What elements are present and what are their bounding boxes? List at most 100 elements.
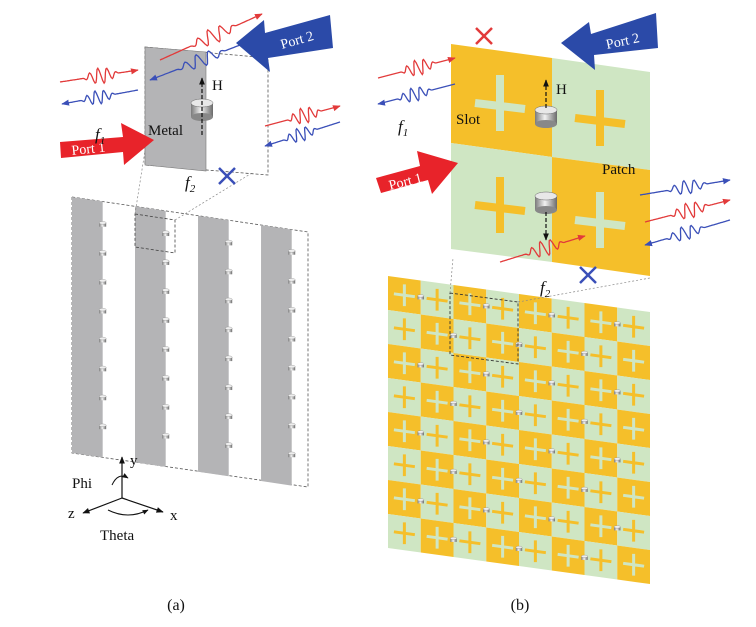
port-1-arrow-b: Port 1 xyxy=(376,151,458,194)
port-2-arrow-a: Port 2 xyxy=(236,15,333,72)
lumped-element xyxy=(99,279,107,285)
slot-cross xyxy=(393,284,416,307)
lumped-element xyxy=(288,249,296,255)
lumped-element xyxy=(417,430,425,436)
patch-cross xyxy=(426,356,448,379)
lumped-element xyxy=(288,393,296,400)
lumped-element xyxy=(288,365,296,371)
patch-cross xyxy=(459,531,481,554)
slot-cross xyxy=(590,515,612,538)
lumped-element xyxy=(482,507,490,513)
patch-cross xyxy=(459,463,481,486)
patch-cross xyxy=(426,288,448,311)
lumped-element xyxy=(515,341,523,347)
lumped-element xyxy=(548,312,556,318)
slot-cross xyxy=(459,293,481,316)
lumped-element xyxy=(99,308,107,314)
slot-cross xyxy=(557,476,579,499)
lumped-element xyxy=(417,294,425,300)
slot-cross xyxy=(590,311,612,334)
slot-cross xyxy=(622,485,645,508)
patch-cross xyxy=(426,424,448,447)
patch-cross xyxy=(622,519,645,542)
lumped-element xyxy=(515,545,523,551)
patch-cross xyxy=(622,383,645,406)
lumped-element xyxy=(581,350,588,356)
patch-cross xyxy=(590,345,612,368)
lumped-element xyxy=(482,371,490,377)
patch-cross xyxy=(590,549,612,572)
patch-cross xyxy=(393,386,416,409)
h-label: H xyxy=(212,78,223,94)
port-1-arrow-a: Port 1 xyxy=(60,123,154,165)
lumped-element xyxy=(613,457,621,463)
lumped-element xyxy=(450,400,457,406)
patch-cross xyxy=(622,315,645,338)
lumped-element xyxy=(450,536,457,542)
patch-cross xyxy=(524,404,547,427)
metal-strip xyxy=(198,215,229,477)
lumped-element xyxy=(162,317,170,323)
unit-cell-a: H Metal xyxy=(144,46,269,176)
lumped-element xyxy=(225,239,233,246)
patch-cross xyxy=(491,501,514,524)
blocked-cross-icon-red xyxy=(475,27,493,45)
slot-cross xyxy=(459,429,481,452)
metal-strip xyxy=(144,46,207,172)
patch-cross xyxy=(557,306,579,329)
metal-strip xyxy=(261,225,292,486)
lumped-element xyxy=(288,451,296,458)
phi-label: Phi xyxy=(72,476,92,492)
patch-cross xyxy=(459,395,481,418)
lumped-element xyxy=(162,346,170,352)
lumped-element xyxy=(288,336,296,342)
unit-cell-b: H Slot Patch xyxy=(451,44,650,276)
lumped-element-top xyxy=(534,105,558,128)
lumped-element-bottom xyxy=(534,191,558,214)
slot-cross xyxy=(590,379,612,402)
patch-cross xyxy=(393,522,416,545)
lumped-element xyxy=(581,418,588,424)
slot-cross xyxy=(622,553,645,576)
patch-cross xyxy=(459,327,481,350)
axis-y-label: y xyxy=(130,453,138,469)
zoom-region xyxy=(134,213,176,254)
lumped-element xyxy=(288,278,296,284)
slot-cross xyxy=(557,408,579,431)
slot-cross xyxy=(491,467,514,490)
blocked-cross-icon-blue xyxy=(579,266,597,284)
slot-cross xyxy=(426,526,448,549)
lumped-element xyxy=(581,486,588,492)
lumped-element xyxy=(450,468,457,474)
patch-cross xyxy=(622,451,645,474)
lumped-element xyxy=(515,477,523,483)
lumped-element xyxy=(225,355,233,362)
lumped-element xyxy=(225,384,233,391)
slot-cross xyxy=(557,340,579,363)
patch-cross xyxy=(393,318,416,341)
patch-cross xyxy=(590,413,612,436)
blocked-cross-icon xyxy=(218,167,236,185)
slot-cross xyxy=(459,497,481,520)
patch-cross xyxy=(557,510,579,533)
patch-cross xyxy=(590,481,612,504)
waves-b xyxy=(377,57,731,263)
patch-cross xyxy=(491,433,514,456)
slot-cross xyxy=(557,544,579,567)
patch-cross xyxy=(524,472,547,495)
theta-label: Theta xyxy=(100,528,134,544)
patch-cross xyxy=(524,540,547,563)
slot-cross xyxy=(393,352,416,375)
lumped-element xyxy=(450,332,457,338)
metal-strip xyxy=(72,197,103,458)
f2-label: f2 xyxy=(185,173,196,195)
slot-cross xyxy=(426,390,448,413)
panel-a: H Metal Port 1 Port 2 f1 f2 xyxy=(59,13,341,614)
lumped-element xyxy=(417,362,425,368)
patch-label: Patch xyxy=(602,162,636,178)
lumped-element xyxy=(225,413,233,419)
slot-cross xyxy=(491,331,514,354)
lumped-element xyxy=(162,375,170,381)
lumped-element xyxy=(162,259,170,265)
port-2-arrow-b: Port 2 xyxy=(561,13,658,70)
